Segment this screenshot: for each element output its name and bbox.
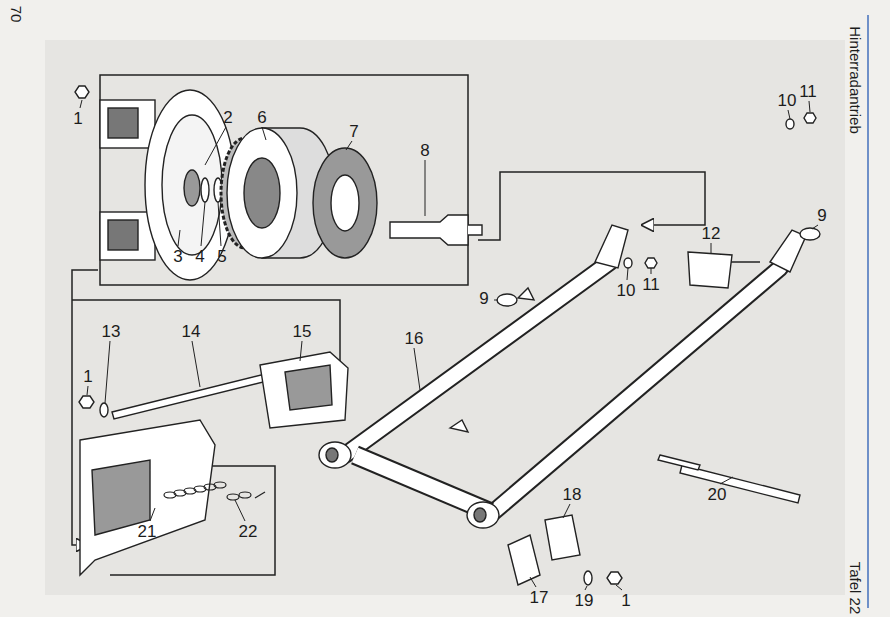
callout-number: 10 <box>617 282 636 299</box>
swing-arm <box>319 113 820 585</box>
callout-number: 15 <box>293 323 312 340</box>
callout-number: 3 <box>173 248 182 265</box>
callout-number: 10 <box>778 92 797 109</box>
callout-number: 11 <box>799 83 817 100</box>
page-marker: Tafel 22 <box>848 562 863 615</box>
callout-number: 1 <box>621 592 630 609</box>
leader-lines <box>80 100 818 590</box>
callout-number: 1 <box>83 368 92 385</box>
callout-number: 4 <box>195 248 204 265</box>
callout-number: 21 <box>138 523 157 540</box>
callout-number: 13 <box>102 323 121 340</box>
callout-number: 8 <box>420 142 429 159</box>
margin-rule <box>867 15 869 608</box>
callout-number: 9 <box>479 290 488 307</box>
print-area <box>45 40 845 595</box>
rear-hub-group <box>75 86 482 280</box>
callout-number: 18 <box>563 486 582 503</box>
axle-and-guards <box>79 352 348 575</box>
callout-number: 20 <box>708 486 727 503</box>
callout-number: 17 <box>530 589 549 606</box>
callout-number: 19 <box>575 592 594 609</box>
outline-lines <box>72 75 760 575</box>
callout-number: 1 <box>73 110 82 127</box>
callout-number: 12 <box>702 225 721 242</box>
section-title: Hinterradantrieb <box>848 26 863 134</box>
page-marker: 70 <box>9 6 24 23</box>
callout-number: 22 <box>239 523 258 540</box>
callout-number: 2 <box>223 109 232 126</box>
callout-number: 6 <box>257 109 266 126</box>
callout-number: 5 <box>217 248 226 265</box>
callout-number: 14 <box>182 323 201 340</box>
callout-number: 11 <box>642 276 660 293</box>
callout-number: 16 <box>405 330 424 347</box>
callout-number: 9 <box>817 207 826 224</box>
callout-number: 7 <box>349 123 358 140</box>
